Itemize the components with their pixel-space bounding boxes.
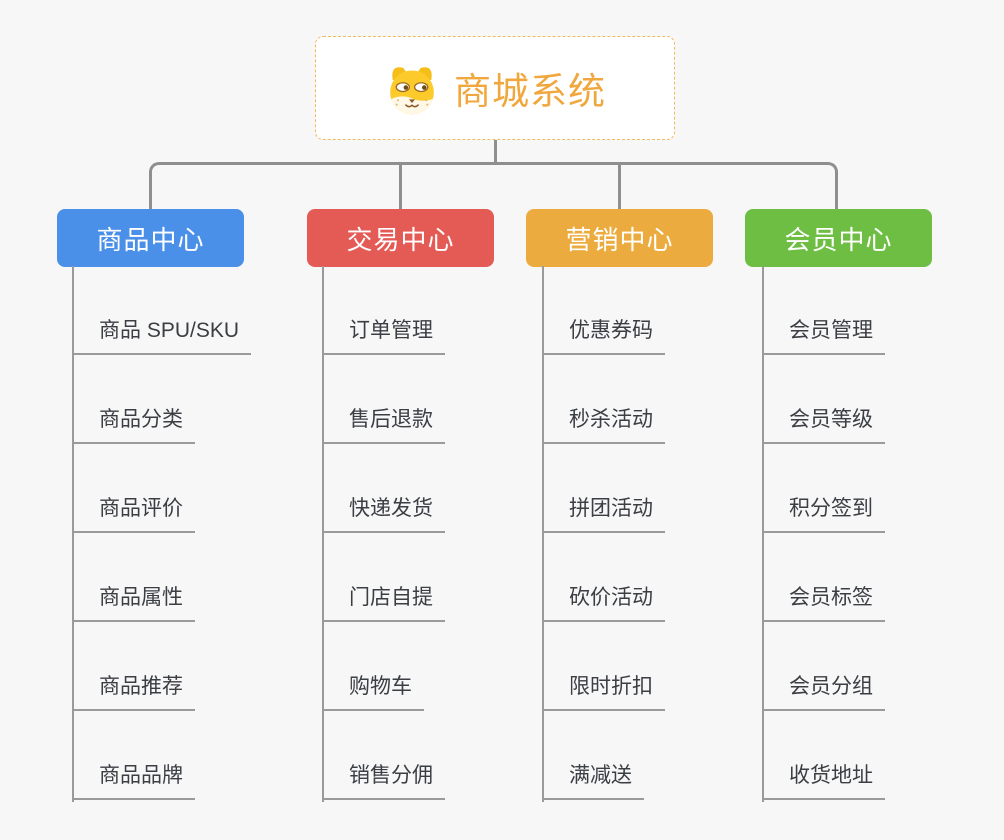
child-node[interactable]: 订单管理 [322,266,445,355]
child-node-label: 商品评价 [72,492,195,533]
child-node-label: 秒杀活动 [542,403,665,444]
child-node-label: 砍价活动 [542,581,665,622]
branch-connector-drop [618,162,621,210]
child-node-label: 订单管理 [322,314,445,355]
child-node[interactable]: 优惠券码 [542,266,665,355]
child-node[interactable]: 商品评价 [72,444,251,533]
child-node[interactable]: 商品属性 [72,533,251,622]
child-node[interactable]: 积分签到 [762,444,885,533]
child-node-label: 商品品牌 [72,759,195,800]
child-node[interactable]: 商品分类 [72,355,251,444]
child-node[interactable]: 会员分组 [762,622,885,711]
branch-header-product[interactable]: 商品中心 [57,209,244,267]
branch-children-trade: 订单管理售后退款快递发货门店自提购物车销售分佣 [322,266,445,800]
child-node[interactable]: 销售分佣 [322,711,445,800]
child-node[interactable]: 门店自提 [322,533,445,622]
child-node-label: 商品推荐 [72,670,195,711]
child-node-label: 售后退款 [322,403,445,444]
child-node[interactable]: 商品品牌 [72,711,251,800]
branch-children-marketing: 优惠券码秒杀活动拼团活动砍价活动限时折扣满减送 [542,266,665,800]
branch-children-member: 会员管理会员等级积分签到会员标签会员分组收货地址 [762,266,885,800]
child-node-label: 收货地址 [762,759,885,800]
child-node[interactable]: 快递发货 [322,444,445,533]
child-node[interactable]: 满减送 [542,711,665,800]
child-node[interactable]: 砍价活动 [542,533,665,622]
child-node-label: 会员标签 [762,581,885,622]
child-node-label: 购物车 [322,670,424,711]
branch-trunk-member [762,266,764,802]
root-node[interactable]: 商城系统 [315,36,675,140]
child-node[interactable]: 收货地址 [762,711,885,800]
child-node-label: 商品 SPU/SKU [72,314,252,355]
child-node[interactable]: 售后退款 [322,355,445,444]
branch-connector-drop [399,162,402,210]
child-node-label: 积分签到 [762,492,885,533]
child-node[interactable]: 限时折扣 [542,622,665,711]
root-title: 商城系统 [454,71,606,112]
child-node[interactable]: 会员管理 [762,266,885,355]
child-node-label: 会员等级 [762,403,885,444]
child-node[interactable]: 会员标签 [762,533,885,622]
child-node[interactable]: 会员等级 [762,355,885,444]
branch-header-trade[interactable]: 交易中心 [307,209,494,267]
child-node-label: 会员分组 [762,670,885,711]
branch-trunk-marketing [542,266,544,802]
child-node-label: 优惠券码 [542,314,665,355]
child-node[interactable]: 购物车 [322,622,445,711]
child-node[interactable]: 商品 SPU/SKU [72,266,252,355]
root-connector-stem [494,140,497,165]
branch-children-product: 商品 SPU/SKU 商品分类商品评价商品属性商品推荐商品品牌 [72,266,252,800]
branch-trunk-product [72,266,74,802]
branch-header-member[interactable]: 会员中心 [745,209,932,267]
child-node[interactable]: 拼团活动 [542,444,665,533]
branch-connector-bracket [149,162,838,210]
child-node-label: 销售分佣 [322,759,445,800]
branch-trunk-trade [322,266,324,802]
child-node-label: 拼团活动 [542,492,665,533]
child-node-label: 满减送 [542,759,644,800]
child-node-label: 会员管理 [762,314,885,355]
branch-header-marketing[interactable]: 营销中心 [526,209,713,267]
child-node-label: 商品属性 [72,581,195,622]
child-node-label: 门店自提 [322,581,445,622]
child-node-label: 限时折扣 [542,670,665,711]
child-node-label: 商品分类 [72,403,195,444]
dog-face-icon [384,60,440,116]
child-node-label: 快递发货 [322,492,445,533]
child-node[interactable]: 商品推荐 [72,622,251,711]
child-node[interactable]: 秒杀活动 [542,355,665,444]
